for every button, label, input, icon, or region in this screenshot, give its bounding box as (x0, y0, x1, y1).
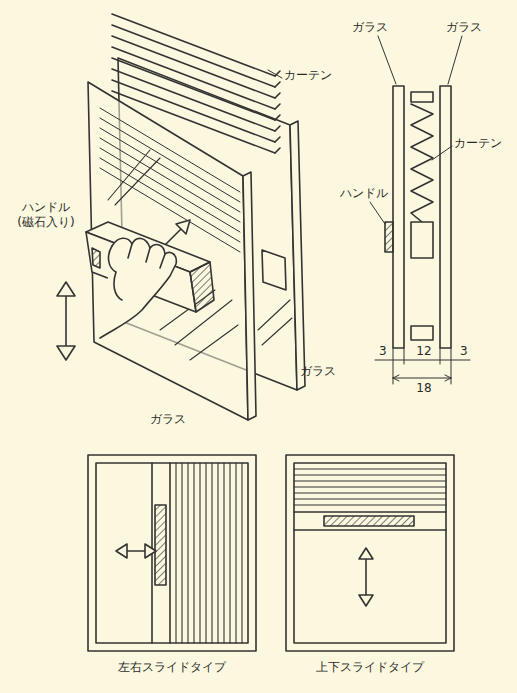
pleat-fold (275, 126, 280, 131)
part-label: ガラス (150, 412, 186, 427)
part-label: ハンドル (磁石入り) (8, 200, 84, 230)
pleat-line (100, 138, 240, 222)
dimension: 12 (414, 344, 433, 359)
pleat-line (193, 463, 194, 643)
pleat-line (199, 463, 200, 643)
pleat-line (100, 118, 240, 202)
pleat-line (100, 148, 240, 232)
pleat-line (175, 463, 176, 643)
front-glass-edge (243, 172, 256, 420)
pleat-line (181, 463, 182, 643)
pleat-line (294, 474, 446, 475)
window-type-panel: 左右スライドタイプ (84, 451, 260, 678)
pleat-fold (275, 137, 280, 142)
leader-line (268, 70, 282, 78)
pleat-fold (275, 115, 280, 120)
pleat-line (211, 463, 212, 643)
pleat-line (205, 463, 206, 643)
dimension: 18 (414, 381, 433, 396)
back-glass-edge (290, 121, 305, 390)
pleat-line (294, 468, 446, 469)
pleat-fold (275, 82, 280, 87)
pleat-line (294, 480, 446, 481)
pleat-line (294, 498, 446, 499)
pleat-line (294, 492, 446, 493)
dimension: 3 (458, 344, 470, 359)
pleat-fold (275, 148, 280, 153)
pleat-fold (275, 104, 280, 109)
pleat-fold (275, 93, 280, 98)
curtain-zigzag (411, 104, 433, 222)
pleat-line (100, 108, 240, 192)
part-label: ガラス (300, 364, 336, 379)
updown-arrow (57, 282, 75, 360)
window-type-panel: 上下スライドタイプ (282, 451, 458, 678)
pleat-line (235, 463, 236, 643)
pleat-line (217, 463, 218, 643)
cross-section (370, 36, 470, 384)
part-label: カーテン (284, 68, 332, 83)
dimension: 3 (377, 344, 389, 359)
pleat-line (187, 463, 188, 643)
pleat-line (294, 486, 446, 487)
type-caption: 左右スライドタイプ (84, 659, 260, 676)
lr-slide-window (88, 455, 256, 651)
curtain-rail (262, 250, 286, 290)
hand (100, 238, 176, 338)
type-caption: 上下スライドタイプ (282, 659, 458, 676)
pleat-line (241, 463, 242, 643)
part-label: カーテン (454, 136, 502, 151)
pleat-line (294, 504, 446, 505)
pleat-line (100, 128, 240, 212)
ud-slide-window (286, 455, 454, 651)
part-label: ハンドル (340, 186, 388, 201)
part-label: ガラス (446, 20, 482, 35)
part-label: ガラス (352, 20, 388, 35)
pleat-line (223, 463, 224, 643)
pleat-line (229, 463, 230, 643)
